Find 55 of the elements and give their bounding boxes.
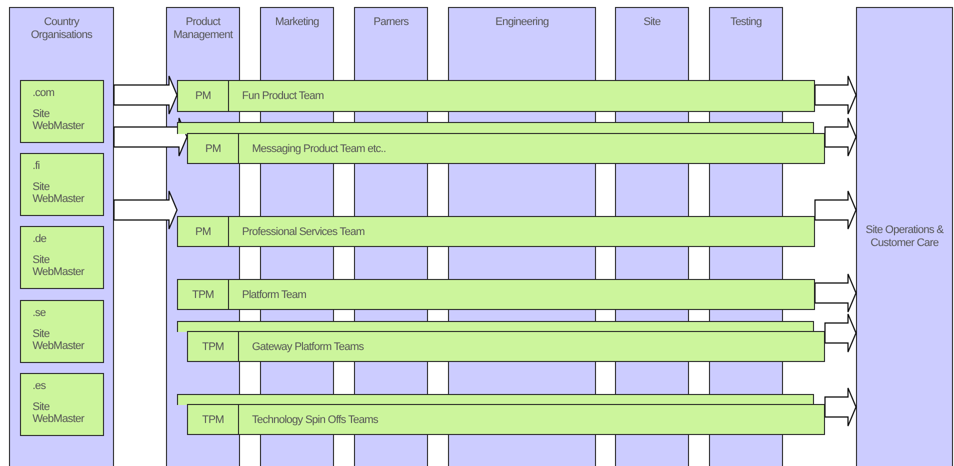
column-heading: Product Management [172,15,234,42]
team-role-label: TPM [178,280,229,309]
team-name: Messaging Product Team etc.. [251,142,386,156]
team-bar [177,216,815,247]
team-name: Professional Services Team [241,224,365,240]
column-heading: Country Organisations [30,15,94,42]
block-arrow [113,190,178,230]
block-arrow [814,273,857,313]
domain-label: .es [32,380,47,392]
block-arrow [113,117,188,157]
block-arrow [814,190,857,230]
country-box [20,300,104,362]
team-bar [187,133,825,164]
team-name: Fun Product Team [241,89,324,104]
role-label: Site WebMaster [32,400,86,424]
column-heading: Site [642,15,662,29]
column-heading: Parners [372,15,410,29]
team-role-label: PM [178,81,229,111]
block-arrow [113,75,178,115]
department-column [9,7,114,466]
domain-label: .de [32,232,48,244]
column-heading: Testing [729,15,763,29]
column-heading: Site Operations & Customer Care [866,224,944,250]
team-name: Gateway Platform Teams [251,340,364,354]
country-box [20,152,104,216]
domain-label: .se [32,306,47,318]
team-role-label: PM [188,134,239,163]
role-label: Site WebMaster [32,108,86,132]
team-bar [177,279,815,310]
team-role-label: TPM [188,332,239,361]
team-name: Technology Spin Offs Teams [251,412,378,428]
team-bar [187,404,825,435]
team-name: Platform Team [241,288,306,302]
column-heading: Engineering [494,15,550,29]
block-arrow [824,313,857,353]
domain-label: .fi [32,160,41,172]
team-bar [177,321,814,332]
department-column [856,7,953,466]
country-box [20,226,104,288]
team-bar [187,331,825,362]
team-bar [177,80,815,112]
column-heading: Marketing [274,15,320,29]
team-bar [177,394,814,405]
block-arrow [824,387,857,427]
role-label: Site WebMaster [32,180,86,204]
role-label: Site WebMaster [32,328,86,352]
domain-label: .com [32,86,56,98]
block-arrow [814,75,857,115]
team-role-label: TPM [188,405,239,434]
country-box [20,80,104,142]
block-arrow [824,117,857,157]
country-box [20,372,104,436]
role-label: Site WebMaster [32,254,86,278]
team-bar [177,122,814,134]
team-role-label: PM [178,217,229,246]
